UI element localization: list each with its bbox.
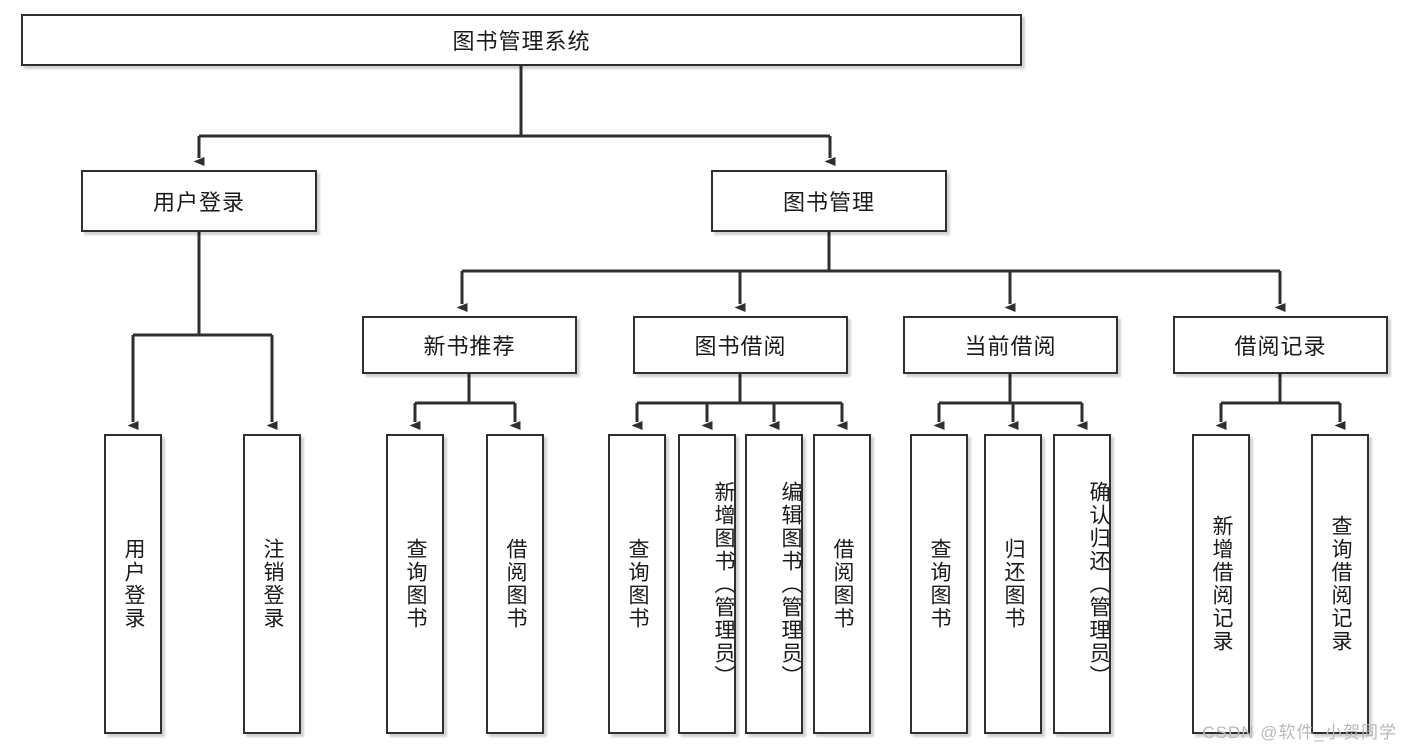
watermark: CSDN @软件_小贺同学 <box>1202 723 1397 742</box>
node-newbook[interactable]: 新书推荐 <box>362 316 577 374</box>
edges-current <box>933 374 1088 430</box>
node-records[interactable]: 借阅记录 <box>1173 316 1388 374</box>
node-label-root: 图书管理系统 <box>452 29 591 54</box>
edges-records <box>1215 374 1346 430</box>
node-leaf-add-record[interactable]: 新增借阅记录 <box>1192 434 1250 734</box>
node-label-current: 当前借阅 <box>964 334 1057 359</box>
edges-bookmgmt <box>456 232 1286 312</box>
edges-login <box>127 232 278 430</box>
node-label-leaf-confirm-return: 确认归还（管理员） <box>1087 480 1110 688</box>
node-label-leaf-add-book: 新增图书（管理员） <box>712 480 735 688</box>
edges-borrowbook <box>631 374 848 430</box>
node-leaf-query-record[interactable]: 查询借阅记录 <box>1311 434 1369 734</box>
edges-root <box>193 66 836 166</box>
node-leaf-query-book-2[interactable]: 查询图书 <box>608 434 666 734</box>
node-label-leaf-edit-book: 编辑图书（管理员） <box>779 480 802 688</box>
node-leaf-user-login[interactable]: 用户登录 <box>104 434 162 734</box>
node-label-leaf-user-login: 用户登录 <box>122 538 146 630</box>
node-current[interactable]: 当前借阅 <box>903 316 1118 374</box>
node-leaf-borrow-book-1[interactable]: 借阅图书 <box>486 434 544 734</box>
node-label-leaf-return-book: 归还图书 <box>1002 538 1026 630</box>
node-leaf-logout[interactable]: 注销登录 <box>243 434 301 734</box>
node-leaf-return-book[interactable]: 归还图书 <box>984 434 1042 734</box>
node-borrowbook[interactable]: 图书借阅 <box>633 316 848 374</box>
node-leaf-confirm-return[interactable]: 确认归还（管理员） <box>1053 434 1111 734</box>
node-label-leaf-borrow-book-2: 借阅图书 <box>831 538 855 630</box>
node-leaf-edit-book[interactable]: 编辑图书（管理员） <box>745 434 803 734</box>
node-label-borrowbook: 图书借阅 <box>694 334 787 359</box>
node-login[interactable]: 用户登录 <box>81 170 317 232</box>
node-leaf-query-book-1[interactable]: 查询图书 <box>386 434 444 734</box>
node-label-leaf-add-record: 新增借阅记录 <box>1210 515 1234 653</box>
node-label-leaf-borrow-book-1: 借阅图书 <box>504 538 528 630</box>
node-label-login: 用户登录 <box>152 190 245 215</box>
node-label-bookmgmt: 图书管理 <box>782 190 875 215</box>
node-label-leaf-logout: 注销登录 <box>261 538 285 630</box>
node-leaf-query-book-3[interactable]: 查询图书 <box>910 434 968 734</box>
node-bookmgmt[interactable]: 图书管理 <box>711 170 947 232</box>
node-leaf-add-book[interactable]: 新增图书（管理员） <box>678 434 736 734</box>
node-label-leaf-query-record: 查询借阅记录 <box>1329 515 1353 653</box>
node-leaf-borrow-book-2[interactable]: 借阅图书 <box>813 434 871 734</box>
edges-newbook <box>409 374 521 430</box>
node-label-leaf-query-book-1: 查询图书 <box>404 538 428 630</box>
node-label-leaf-query-book-2: 查询图书 <box>626 538 650 630</box>
node-label-leaf-query-book-3: 查询图书 <box>928 538 952 630</box>
node-label-records: 借阅记录 <box>1234 334 1327 359</box>
node-label-newbook: 新书推荐 <box>423 334 516 359</box>
node-root[interactable]: 图书管理系统 <box>21 14 1022 66</box>
